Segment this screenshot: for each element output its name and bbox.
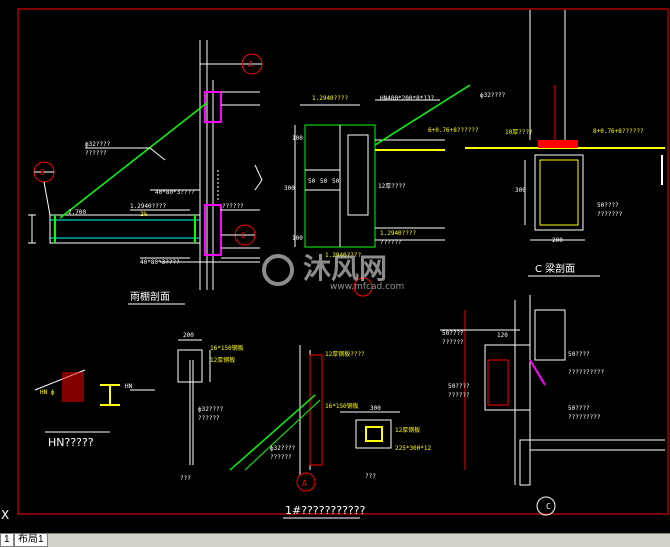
title-node1: 1#??????????? <box>285 504 366 517</box>
title-c-section: C 梁剖面 <box>535 262 575 275</box>
dim-50b: 50 <box>320 178 328 185</box>
label-b10: ф32???? <box>270 445 296 452</box>
drawing-frame <box>17 8 669 515</box>
dim-50a: 50 <box>308 178 316 185</box>
label-c8: ?????? <box>448 392 470 399</box>
label-l10: 2.700 <box>68 209 86 216</box>
label-l4: ?????? <box>85 150 107 157</box>
label-m1: 1.2940???? <box>312 95 349 102</box>
marker-a: A <box>248 60 253 69</box>
dim-50c: 50 <box>332 178 340 185</box>
label-c2: ?????? <box>442 339 464 346</box>
label-c3: 50???? <box>568 351 590 358</box>
title-canopy: 雨棚剖面 <box>130 290 170 303</box>
watermark: 沐风网 www.mfcad.com <box>262 252 404 292</box>
label-c6: ????????? <box>568 414 601 421</box>
label-r2: 8+0.76+8?????? <box>593 128 644 135</box>
label-b2: HN <box>125 383 133 390</box>
label-c4: ?????????? <box>568 369 605 376</box>
label-m4: 6+0.76+8?????? <box>428 127 479 134</box>
label-r3: 50???? <box>597 202 619 209</box>
label-m6: 1.2940???? <box>380 230 417 237</box>
label-m5: 12厚???? <box>378 183 406 190</box>
c-beam-section <box>465 10 665 241</box>
label-b13: 225*300*12 <box>395 445 432 452</box>
dim-300c: 300 <box>370 405 381 412</box>
label-c5: 50???? <box>568 405 590 412</box>
label-r4: ??????? <box>597 211 623 218</box>
label-b5: ф32???? <box>198 406 224 413</box>
label-l3: ф32???? <box>85 141 111 148</box>
label-l5: 40*80*3???? <box>155 189 195 196</box>
label-b14: ??? <box>365 473 376 480</box>
label-r1: 10厚???? <box>505 129 533 136</box>
label-l6: 1.2940???? <box>130 203 167 210</box>
ucs-axis-x-label: X <box>1 508 10 522</box>
tab-layout1[interactable]: 布局1 <box>14 534 48 547</box>
beam-detail <box>294 84 471 297</box>
label-b6: ?????? <box>198 415 220 422</box>
title-hn-detail: HN????? <box>48 436 94 449</box>
dim-100: 100 <box>292 135 303 142</box>
cad-drawing-canvas[interactable]: A B C C A ф32???? ?????? 40*80*3???? 1.2… <box>0 0 670 533</box>
canopy-section <box>28 40 263 290</box>
dim-120: 120 <box>497 332 508 339</box>
label-l9: 40*80*3???? <box>140 259 180 266</box>
label-c1: 50???? <box>442 330 464 337</box>
dim-300: 300 <box>284 185 295 192</box>
dim-300b: 300 <box>515 187 526 194</box>
label-b8: 12厚钢板???? <box>325 350 365 358</box>
watermark-logo-icon <box>262 254 294 286</box>
label-b4: 12厚钢板 <box>210 356 235 364</box>
marker-b: B <box>40 168 45 177</box>
label-l7: 2% <box>140 211 148 218</box>
label-b3: 16*150钢板 <box>210 344 244 352</box>
label-m3: ф32???? <box>480 92 506 99</box>
marker-c: C <box>241 231 246 240</box>
dim-200: 200 <box>183 332 194 339</box>
tab-model[interactable]: 1 <box>0 534 14 547</box>
label-m2: HN400*200*8*13? <box>380 95 435 102</box>
layout-tab-bar: 1 布局1 <box>0 533 670 547</box>
label-b9: 16*150钢板 <box>325 402 359 410</box>
label-b12: 12厚钢板 <box>395 426 420 434</box>
hn-detail <box>34 369 155 433</box>
annotations: A B C C A ф32???? ?????? 40*80*3???? 1.2… <box>40 60 644 511</box>
label-b7: ??? <box>180 475 191 482</box>
watermark-main: 沐风网 <box>303 252 387 285</box>
c-detail <box>440 295 665 516</box>
marker-c2: C <box>546 502 551 511</box>
dim-100b: 100 <box>292 235 303 242</box>
label-c7: 50???? <box>448 383 470 390</box>
label-m8: 1.2940???? <box>325 252 362 259</box>
node-detail <box>229 345 400 492</box>
rod-detail <box>177 339 211 465</box>
marker-a2: A <box>302 479 307 488</box>
dim-200b: 200 <box>552 237 563 244</box>
label-l8: ?????? <box>222 203 244 210</box>
label-b1: HN ф <box>40 389 55 396</box>
label-b11: ?????? <box>270 454 292 461</box>
section-titles: 雨棚剖面 C 梁剖面 HN????? 1#??????????? <box>48 262 600 519</box>
label-m7: ?????? <box>380 239 402 246</box>
drawing-svg: A B C C A ф32???? ?????? 40*80*3???? 1.2… <box>17 8 669 519</box>
watermark-url: www.mfcad.com <box>330 282 404 292</box>
